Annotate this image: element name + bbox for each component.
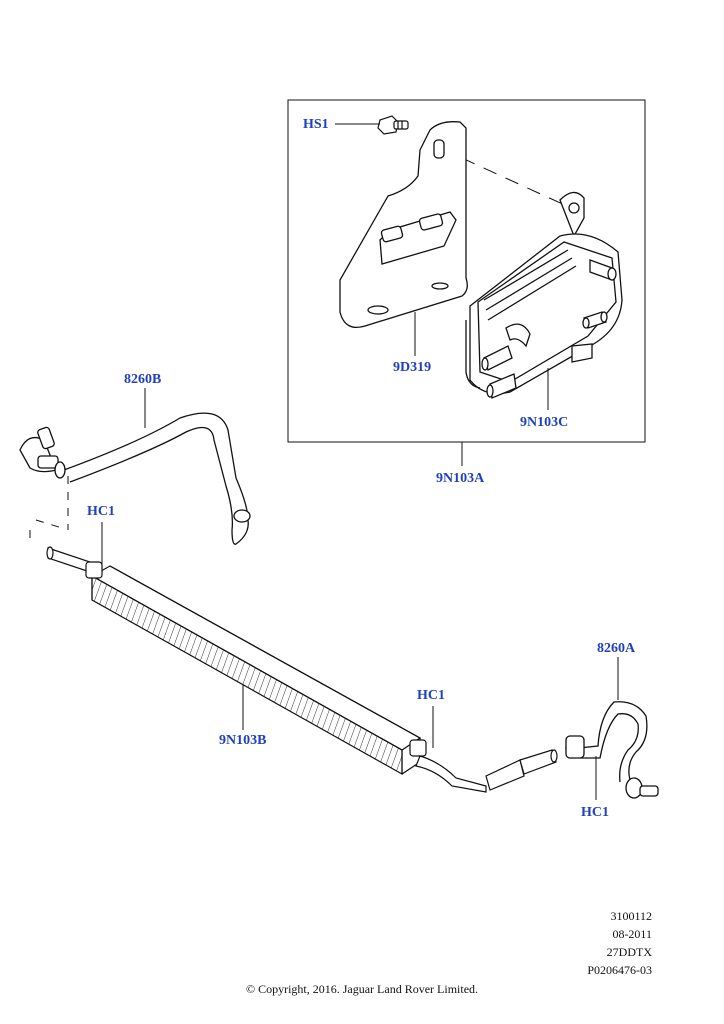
cooler-9n103b	[46, 546, 427, 776]
callout-9d319: 9D319	[393, 360, 432, 375]
callout-9n103b: 9N103B	[219, 733, 267, 748]
cooler-port-right	[582, 311, 608, 329]
hose-8260b	[19, 412, 251, 545]
inset-frame	[287, 99, 646, 443]
callout-hc1-mid: HC1	[417, 688, 445, 703]
callout-hc1-right: HC1	[581, 805, 609, 820]
hose-8260a	[565, 701, 659, 799]
callout-8260a: 8260A	[597, 641, 636, 656]
model-code: 27DDTX	[606, 945, 652, 959]
cooler-port-top	[589, 259, 617, 281]
date-code: 08-2011	[612, 927, 652, 941]
ref-number: 3100112	[610, 909, 652, 923]
callout-hc1-left: HC1	[87, 504, 115, 519]
copyright-notice: © Copyright, 2016. Jaguar Land Rover Lim…	[245, 982, 479, 996]
callout-hs1: HS1	[303, 117, 329, 132]
callout-9n103a: 9N103A	[436, 471, 485, 486]
left-connection-dashes	[29, 476, 69, 542]
bolt-hs1	[377, 115, 409, 135]
cooler-port-left	[481, 323, 531, 399]
oil-cooler-9n103c	[465, 191, 623, 399]
illustration-id: P0206476-03	[587, 963, 652, 977]
outlet-pipe	[415, 749, 558, 793]
callout-9n103c: 9N103C	[520, 415, 569, 430]
callout-8260b: 8260B	[124, 372, 162, 387]
bracket-9d319	[339, 121, 468, 329]
